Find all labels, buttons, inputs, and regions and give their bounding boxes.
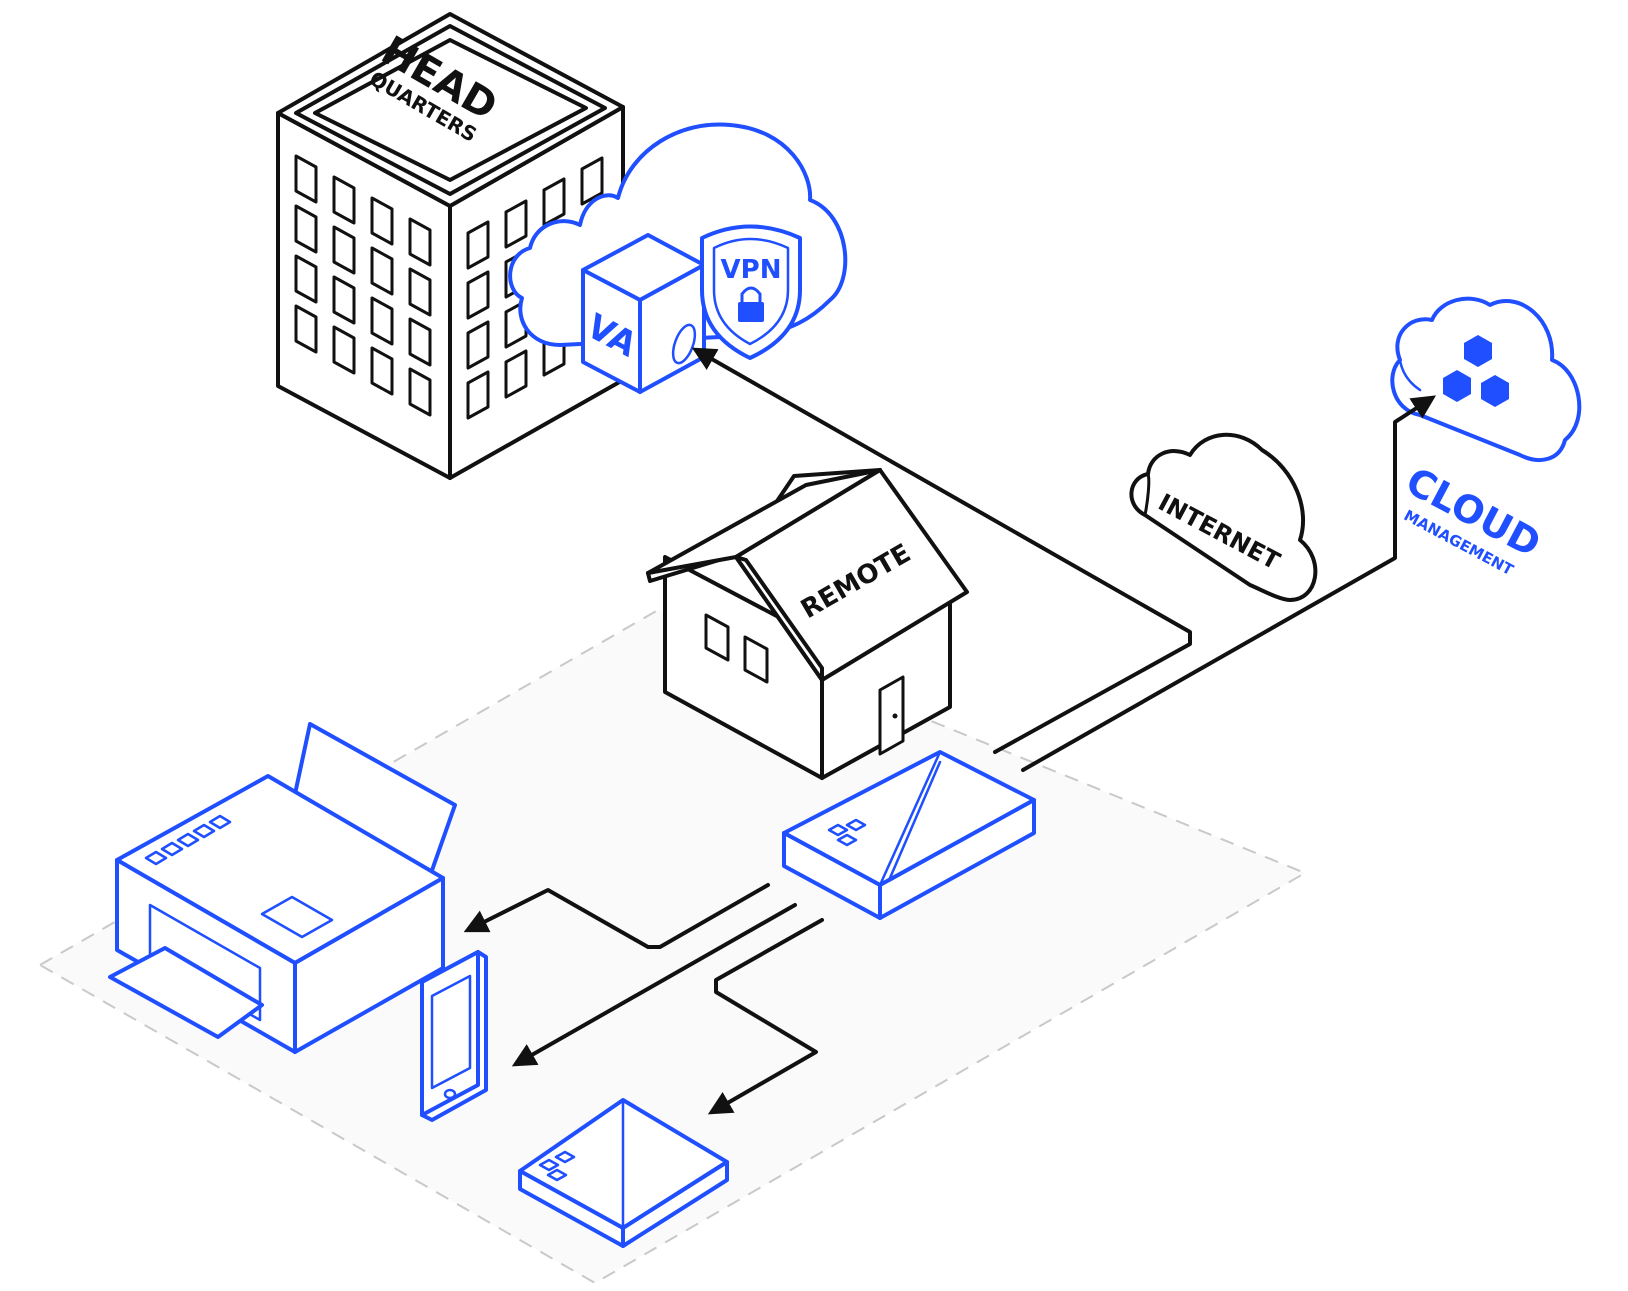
connections xyxy=(463,347,1437,1115)
remote-house-icon: REMOTE xyxy=(646,468,969,780)
printer-link-line xyxy=(463,883,770,949)
va-cube-icon: VA xyxy=(580,233,706,394)
cloud-management-line xyxy=(1021,395,1437,772)
cloud-management-icon: CLOUD MANAGEMENT xyxy=(1390,296,1582,579)
lock-icon xyxy=(738,286,764,322)
router-icon xyxy=(782,750,1036,920)
access-point-icon xyxy=(518,1098,729,1248)
smartphone-icon xyxy=(420,950,488,1122)
internet-cloud-icon: INTERNET xyxy=(1129,432,1318,602)
vpn-tunnel-line xyxy=(691,347,1192,754)
printer-icon xyxy=(108,722,457,1054)
access-point-link-line xyxy=(707,918,824,1115)
vpn-shield-icon: VPN xyxy=(700,224,802,360)
vpn-label: VPN xyxy=(721,255,782,285)
phone-link-line xyxy=(511,903,797,1067)
